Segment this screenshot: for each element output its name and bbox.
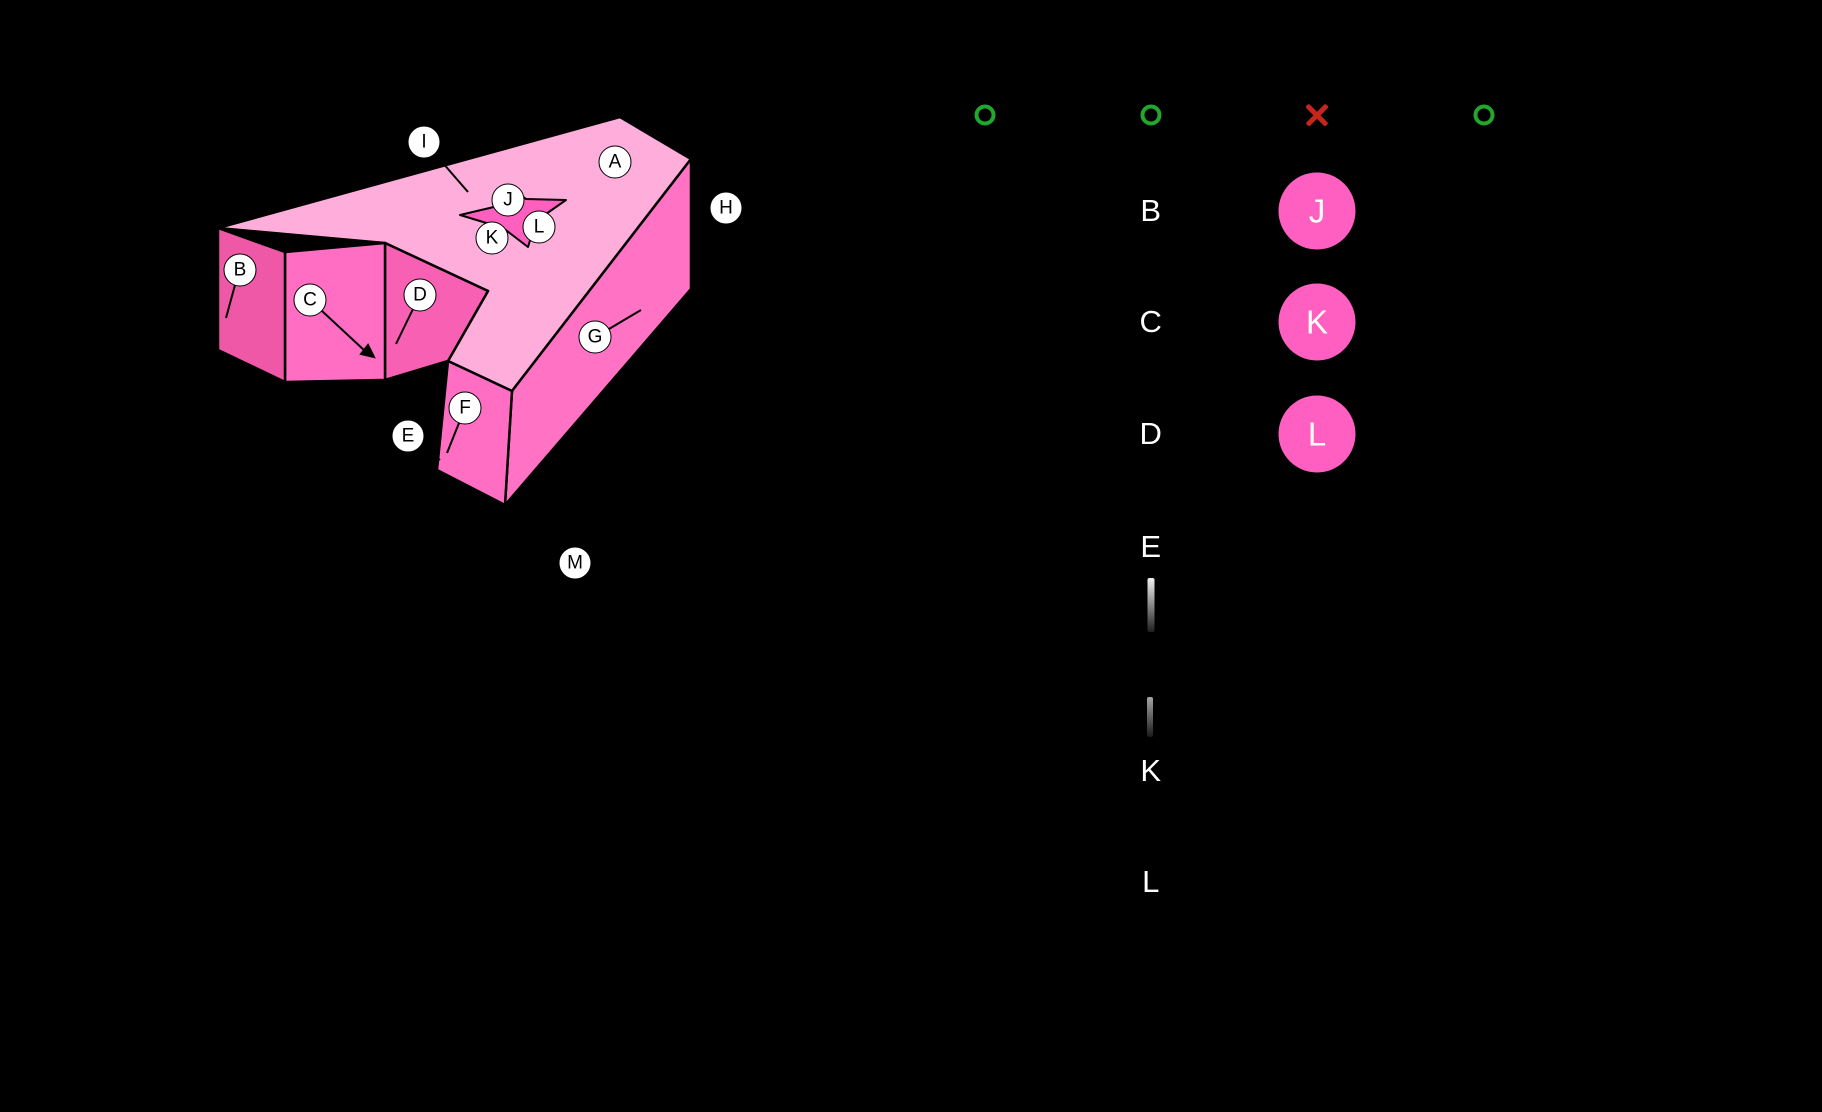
solid-drawing bbox=[216, 115, 713, 507]
face-badge-a: A bbox=[598, 145, 632, 179]
face-badge-l-label: L bbox=[533, 216, 545, 237]
solid-figure: A B C D E F G H I J K L M bbox=[0, 0, 820, 640]
face-badge-m-label: M bbox=[567, 552, 583, 573]
answer-token-k-label: K bbox=[1305, 303, 1328, 340]
face-badge-e-label: E bbox=[401, 425, 415, 446]
answer-token-k[interactable]: K bbox=[1278, 283, 1356, 361]
pointer-h bbox=[693, 215, 713, 227]
face-left-end bbox=[216, 226, 287, 384]
face-badge-k: K bbox=[475, 221, 509, 255]
faded-glyph-mark bbox=[1147, 578, 1155, 632]
pointer-i bbox=[434, 153, 469, 193]
face-badge-i-label: I bbox=[421, 131, 427, 152]
face-badge-h-label: H bbox=[719, 197, 733, 218]
faded-glyph-mark bbox=[1147, 697, 1153, 737]
answer-token-l[interactable]: L bbox=[1278, 395, 1356, 473]
pointer-c-arrow-shaft bbox=[321, 310, 366, 352]
pointer-e bbox=[420, 445, 441, 461]
face-badge-c-label: C bbox=[303, 289, 317, 310]
face-badge-g-label: G bbox=[587, 326, 603, 347]
face-badge-e: E bbox=[391, 419, 425, 453]
row-letter-c: C bbox=[1139, 304, 1163, 339]
row-letter-e: E bbox=[1140, 529, 1162, 564]
face-badge-l: L bbox=[522, 210, 556, 244]
face-badge-f: F bbox=[448, 391, 482, 425]
answer-token-j-label: J bbox=[1308, 192, 1326, 229]
correct-circle-icon bbox=[1473, 104, 1495, 126]
pointer-lines bbox=[225, 153, 713, 461]
pointer-c-arrowhead bbox=[359, 343, 376, 359]
face-badge-h: H bbox=[709, 191, 743, 225]
correct-circle-icon bbox=[1140, 104, 1162, 126]
incorrect-cross-icon bbox=[1304, 102, 1330, 128]
pointer-f bbox=[446, 422, 460, 454]
pointer-b bbox=[225, 284, 236, 319]
face-badge-k-label: K bbox=[485, 227, 499, 248]
face-badge-a-label: A bbox=[608, 151, 622, 172]
answer-token-j[interactable]: J bbox=[1278, 172, 1356, 250]
face-badge-g: G bbox=[578, 320, 612, 354]
face-badge-d: D bbox=[403, 278, 437, 312]
face-badge-c: C bbox=[293, 283, 327, 317]
face-badge-b: B bbox=[223, 253, 257, 287]
pointer-d bbox=[395, 308, 414, 345]
face-badge-i: I bbox=[407, 125, 441, 159]
row-letter-l: L bbox=[1142, 864, 1160, 899]
row-letter-b: B bbox=[1140, 193, 1162, 228]
pointer-g bbox=[608, 309, 642, 330]
face-badge-j: J bbox=[491, 183, 525, 217]
face-badge-m: M bbox=[558, 546, 592, 580]
face-badge-b-label: B bbox=[233, 259, 247, 280]
row-letter-d: D bbox=[1139, 416, 1163, 451]
row-letter-k: K bbox=[1140, 753, 1162, 788]
face-badge-j-label: J bbox=[503, 189, 513, 210]
answer-token-l-label: L bbox=[1307, 415, 1327, 452]
face-badge-d-label: D bbox=[413, 284, 427, 305]
correct-circle-icon bbox=[974, 104, 996, 126]
face-badge-f-label: F bbox=[459, 397, 471, 418]
